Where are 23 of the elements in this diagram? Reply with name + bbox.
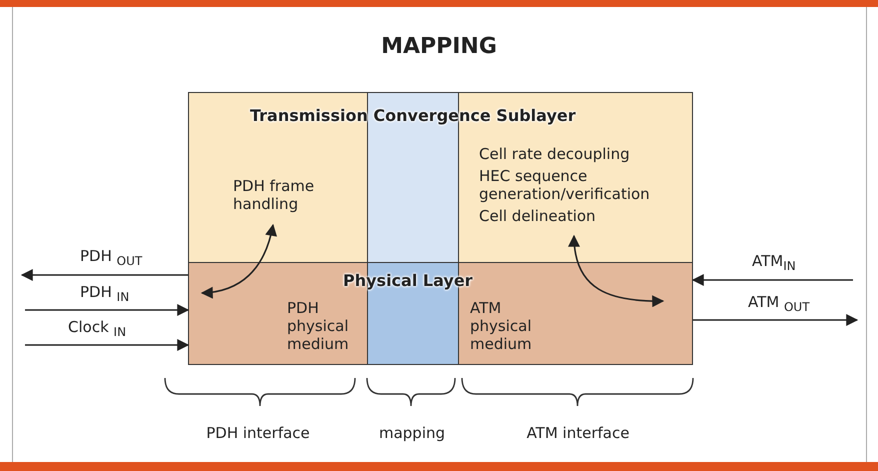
arrow xyxy=(20,269,188,281)
arrow xyxy=(568,234,664,307)
edge-label: Clock $_{IN}$ xyxy=(68,318,126,339)
arrow xyxy=(25,304,190,316)
arrow xyxy=(200,224,277,298)
function-text: ATM physical medium xyxy=(470,299,533,353)
edge-label: ATM$_{IN}$ xyxy=(752,252,796,273)
edge-label: ATM $_{OUT}$ xyxy=(748,293,810,314)
edge-label: PDH $_{IN}$ xyxy=(80,283,130,304)
arrow xyxy=(692,274,853,286)
function-text: HEC sequence generation/verification xyxy=(479,167,651,203)
brace-caption: mapping xyxy=(378,424,446,442)
diagram-title: MAPPING xyxy=(381,34,497,59)
arrow xyxy=(693,314,858,326)
function-text: Cell delineation xyxy=(479,207,597,225)
brace-caption: PDH interface xyxy=(206,424,310,442)
function-text: PDH frame handling xyxy=(233,177,316,213)
function-cell xyxy=(188,92,368,263)
function-text: PDH physical medium xyxy=(287,299,350,353)
edge-label: PDH $_{OUT}$ xyxy=(80,247,142,268)
arrow xyxy=(25,339,190,351)
brace-caption: ATM interface xyxy=(526,424,630,442)
function-text: Cell rate decoupling xyxy=(479,145,631,163)
